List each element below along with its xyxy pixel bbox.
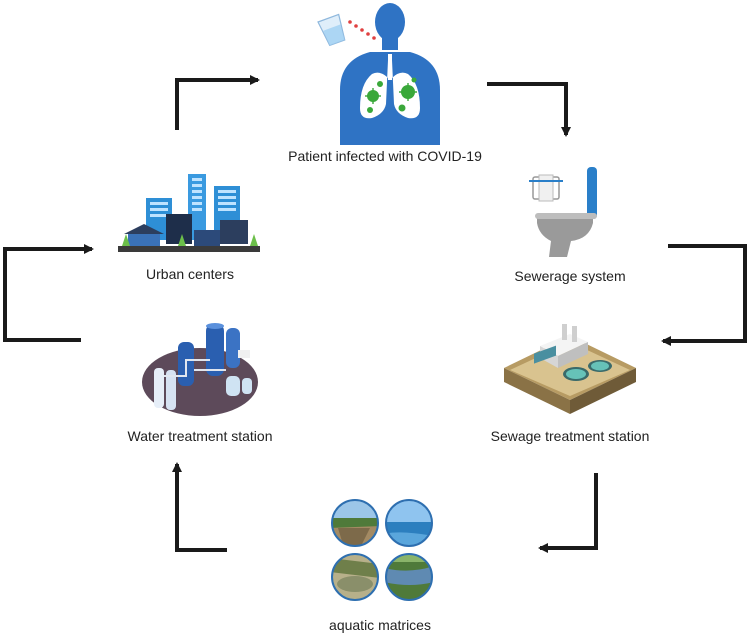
arrow-patient-to-sewerage — [487, 82, 571, 137]
urban-node — [118, 172, 260, 258]
water-bodies-photos-icon — [331, 499, 433, 601]
urban-label: Urban centers — [146, 266, 234, 282]
arrow-water-treatment-to-urban — [3, 244, 94, 342]
sewage-treatment-node — [500, 316, 640, 418]
arrow-urban-to-patient — [175, 75, 260, 130]
sewerage-label: Sewerage system — [514, 268, 626, 284]
water-treatment-label: Water treatment station — [127, 428, 273, 444]
water-plant-icon — [142, 323, 258, 416]
patient-label: Patient infected with COVID-19 — [288, 148, 482, 164]
arrow-sewage-treatment-to-aquatic — [538, 473, 598, 553]
city-buildings-icon — [118, 174, 260, 252]
patient-lungs-virus-icon — [317, 3, 440, 145]
aquatic-node — [330, 498, 434, 602]
arrow-aquatic-to-water-treatment — [172, 462, 227, 552]
sewage-plant-icon — [504, 324, 636, 414]
arrow-sewerage-to-sewage-treatment — [661, 244, 747, 346]
sewage-treatment-label: Sewage treatment station — [490, 428, 650, 444]
toilet-icon — [529, 167, 597, 257]
water-treatment-node — [140, 320, 262, 420]
sewerage-node — [527, 165, 607, 257]
aquatic-label: aquatic matrices — [329, 617, 431, 633]
patient-node — [310, 0, 460, 145]
